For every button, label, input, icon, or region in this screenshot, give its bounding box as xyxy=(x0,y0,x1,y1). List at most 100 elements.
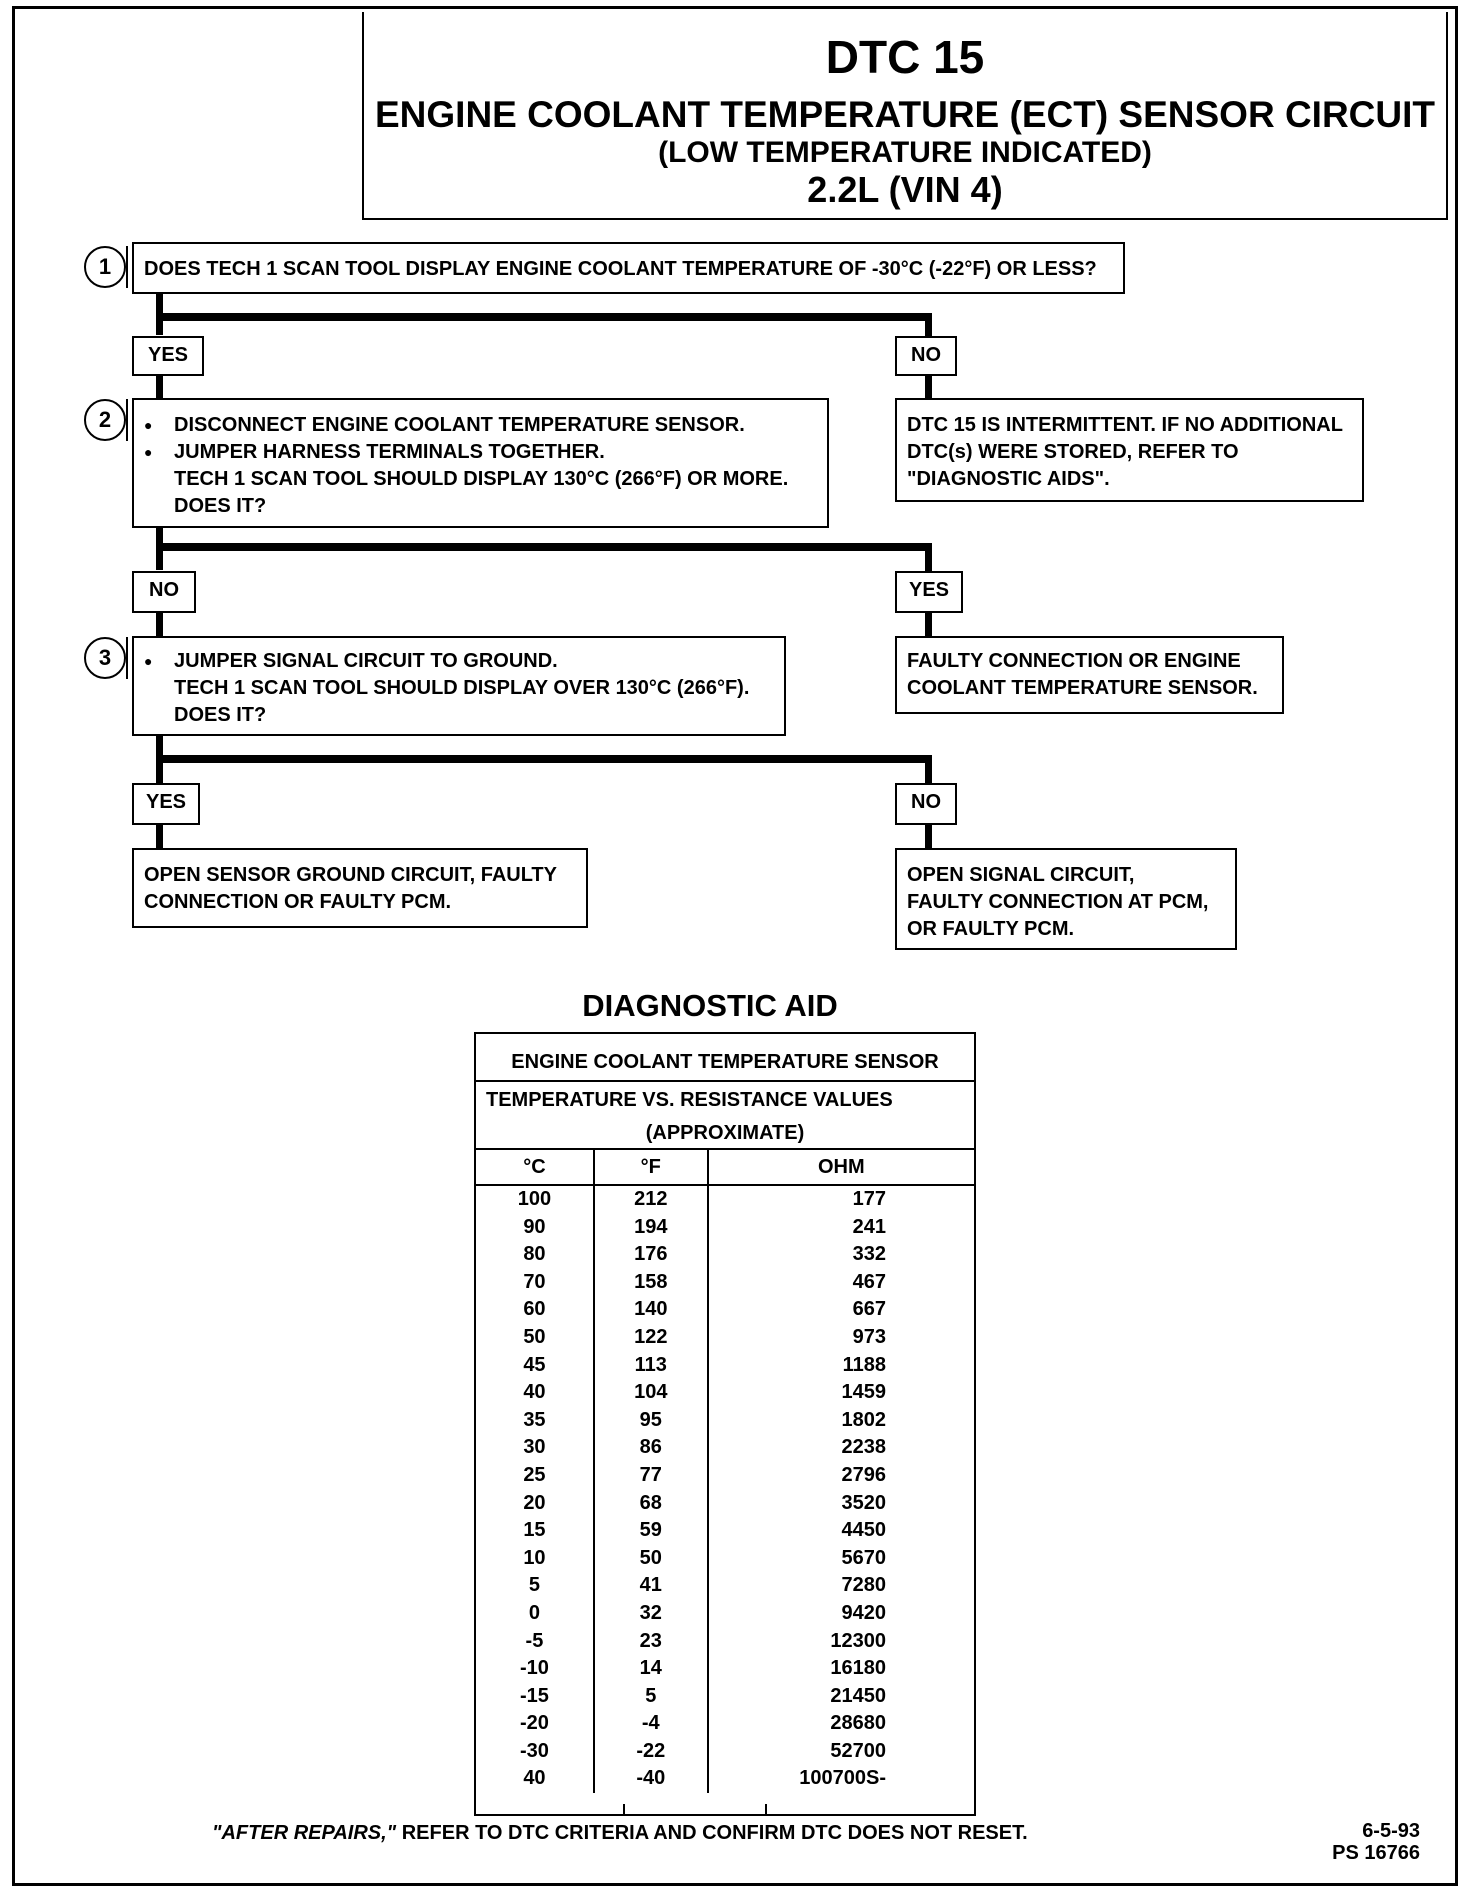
step3-line-3: DOES IT? xyxy=(174,704,267,726)
table-header-row: °C °F OHM xyxy=(476,1150,974,1185)
step3-yes-label: YES xyxy=(132,783,200,825)
step1-no-result-box: DTC 15 IS INTERMITTENT. IF NO ADDITIONAL… xyxy=(895,398,1364,502)
step1-no-label: NO xyxy=(895,336,957,376)
ohm-cell: 7280 xyxy=(841,1574,887,1597)
step2-bullet-1: DISCONNECT ENGINE COOLANT TEMPERATURE SE… xyxy=(144,412,817,439)
ohm-cell: 2238 xyxy=(841,1436,887,1459)
celsius-cell: 10 xyxy=(476,1544,595,1573)
celsius-cell: 40 xyxy=(476,1765,595,1794)
step1-no-result: DTC 15 IS INTERMITTENT. IF NO ADDITIONAL… xyxy=(907,414,1343,490)
step2-line-3: TECH 1 SCAN TOOL SHOULD DISPLAY 130°C (2… xyxy=(174,468,789,490)
ohm-cell: 3520 xyxy=(841,1491,887,1514)
celsius-cell: -5 xyxy=(476,1627,595,1656)
fahrenheit-cell: 158 xyxy=(593,1268,709,1297)
after-repairs-emphasis: "AFTER REPAIRS," xyxy=(212,1822,397,1844)
celsius-cell: -20 xyxy=(476,1710,595,1738)
step2-yes-label: YES xyxy=(895,571,963,613)
ohm-cell: 1188 xyxy=(842,1353,886,1376)
ohm-cell: 4450 xyxy=(841,1519,887,1542)
step2-yes-result: FAULTY CONNECTION OR ENGINE COOLANT TEMP… xyxy=(907,650,1258,699)
footer-code: PS 16766 xyxy=(1332,1842,1420,1864)
connector-line xyxy=(156,824,163,848)
ohm-cell: 12300 xyxy=(830,1629,886,1652)
connector-line xyxy=(156,543,932,551)
celsius-cell: 35 xyxy=(476,1406,595,1435)
step3-line-2: TECH 1 SCAN TOOL SHOULD DISPLAY OVER 130… xyxy=(174,677,750,699)
step3-bullet-1: JUMPER SIGNAL CIRCUIT TO GROUND. xyxy=(144,648,774,675)
celsius-cell: 100 xyxy=(476,1185,595,1214)
fahrenheit-cell: 95 xyxy=(593,1406,709,1435)
ohm-cell: 28680 xyxy=(830,1712,886,1735)
step2-yes-result-box: FAULTY CONNECTION OR ENGINE COOLANT TEMP… xyxy=(895,636,1284,714)
connector-line xyxy=(156,612,163,636)
fahrenheit-cell: 23 xyxy=(593,1627,709,1656)
page-title: ENGINE COOLANT TEMPERATURE (ECT) SENSOR … xyxy=(375,94,1435,135)
celsius-cell: 30 xyxy=(476,1434,595,1462)
after-repairs-note: "AFTER REPAIRS," REFER TO DTC CRITERIA A… xyxy=(212,1822,1028,1845)
column-header-celsius: °C xyxy=(476,1150,595,1185)
step-number-1: 1 xyxy=(84,246,126,288)
step3-no-result-box: OPEN SIGNAL CIRCUIT, FAULTY CONNECTION A… xyxy=(895,848,1237,950)
ohm-cell: 1802 xyxy=(841,1408,887,1431)
fahrenheit-cell: -4 xyxy=(593,1710,709,1738)
column-header-fahrenheit: °F xyxy=(593,1150,709,1185)
footer-date: 6-5-93 xyxy=(1362,1820,1420,1842)
celsius-cell: 50 xyxy=(476,1323,595,1352)
fahrenheit-cell: 32 xyxy=(593,1599,709,1628)
fahrenheit-cell: 194 xyxy=(593,1213,709,1242)
fahrenheit-cell: 77 xyxy=(593,1461,709,1490)
celsius-cell: 70 xyxy=(476,1268,595,1297)
step3-no-label: NO xyxy=(895,783,957,825)
after-repairs-text: REFER TO DTC CRITERIA AND CONFIRM DTC DO… xyxy=(396,1822,1028,1844)
step2-no-label: NO xyxy=(132,571,196,613)
fahrenheit-cell: 104 xyxy=(593,1379,709,1407)
diagnostic-aid-title: DIAGNOSTIC AID xyxy=(582,988,838,1023)
connector-line xyxy=(156,375,163,399)
ohm-cell: 52700 xyxy=(830,1739,886,1762)
step3-no-result-line-2: FAULTY CONNECTION AT PCM, xyxy=(907,891,1209,913)
fahrenheit-cell: 122 xyxy=(593,1323,709,1352)
celsius-cell: 15 xyxy=(476,1517,595,1545)
ohm-cell: 973 xyxy=(852,1325,886,1348)
celsius-cell: 25 xyxy=(476,1461,595,1490)
connector-line xyxy=(156,313,932,321)
fahrenheit-cell: -40 xyxy=(593,1765,709,1794)
ohm-cell: 177 xyxy=(852,1188,886,1210)
dtc-code: DTC 15 xyxy=(825,31,985,83)
celsius-cell: 80 xyxy=(476,1241,595,1269)
page-subtitle: (LOW TEMPERATURE INDICATED) xyxy=(658,136,1152,169)
column-header-ohm: OHM xyxy=(817,1156,865,1178)
table-title: ENGINE COOLANT TEMPERATURE SENSOR xyxy=(476,1034,974,1082)
celsius-cell: 90 xyxy=(476,1213,595,1242)
connector-line xyxy=(925,543,932,571)
ohm-cell: 1459 xyxy=(841,1381,887,1404)
celsius-cell: -15 xyxy=(476,1682,595,1711)
fahrenheit-cell: 14 xyxy=(593,1655,709,1683)
celsius-cell: 60 xyxy=(476,1296,595,1324)
bracket-line xyxy=(126,246,128,288)
ohm-cell: 16180 xyxy=(830,1657,886,1680)
fahrenheit-cell: 176 xyxy=(593,1241,709,1269)
step2-bullet-2: JUMPER HARNESS TERMINALS TOGETHER. xyxy=(144,439,817,466)
table-note: (APPROXIMATE) xyxy=(476,1118,974,1150)
celsius-cell: 0 xyxy=(476,1599,595,1628)
step-number-3: 3 xyxy=(84,637,126,679)
celsius-cell: 40 xyxy=(476,1379,595,1407)
step2-line-4: DOES IT? xyxy=(174,495,267,517)
fahrenheit-cell: 5 xyxy=(593,1682,709,1711)
celsius-cell: -30 xyxy=(476,1737,595,1766)
ohm-cell: 241 xyxy=(852,1215,886,1238)
